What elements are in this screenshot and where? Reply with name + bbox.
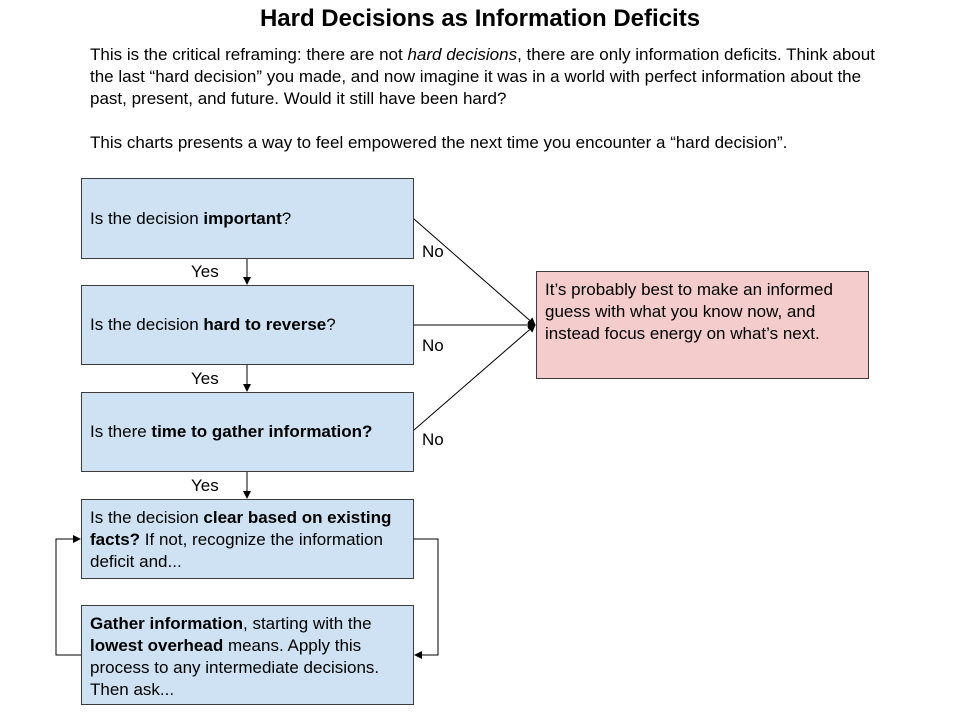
question-text-end: ? — [326, 315, 336, 334]
question-keyword: time to gather information? — [151, 422, 373, 441]
intro-paragraph-2: This charts presents a way to feel empow… — [90, 133, 788, 152]
question-text-end: ? — [281, 208, 292, 228]
question-keyword: important — [203, 208, 282, 228]
question-keyword: hard to reverse — [203, 315, 327, 334]
question-text: Is the decision — [90, 208, 204, 228]
no-label-1: No — [422, 242, 444, 261]
outcome-box: It’s probably best to make an informed g… — [536, 271, 869, 379]
yes-label-2: Yes — [191, 369, 219, 388]
intro-emphasis: hard decisions — [407, 45, 518, 64]
question-text: Is the decision — [90, 315, 204, 334]
clear-box-keyword: clear based on existing facts? — [90, 508, 392, 549]
gather-keyword-2: lowest overhead — [90, 636, 224, 655]
gather-keyword: Gather information — [90, 614, 244, 633]
clear-box-text: Is the decision — [90, 508, 204, 527]
intro-text-end: , there are only information deficits. T… — [90, 45, 875, 108]
question-important-box: Is the decision important? — [81, 178, 414, 259]
question-important-text: Is the decision important? — [90, 208, 291, 230]
intro-paragraph: This is the critical reframing: there ar… — [90, 44, 890, 110]
question-reversible-box: Is the decision hard to reverse? — [81, 285, 414, 365]
no-arrow-3 — [413, 324, 536, 431]
question-text: Is there — [90, 422, 152, 441]
question-time-box: Is there time to gather information? — [81, 392, 414, 472]
question-clear-box: Is the decision clear based on existing … — [81, 499, 414, 579]
no-label-2: No — [422, 336, 444, 355]
yes-label-3: Yes — [191, 476, 219, 495]
intro-text-start: This is the critical reframing: there ar… — [90, 45, 408, 64]
gather-text: , starting with the — [243, 614, 372, 633]
diagram-title: Hard Decisions as Information Deficits — [259, 5, 701, 32]
loop-arrow-right — [414, 538, 439, 659]
loop-arrow-left — [55, 535, 81, 656]
gather-text-end: means. Apply this process to any interme… — [90, 636, 380, 699]
question-reversible-text: Is the decision hard to reverse? — [90, 314, 336, 336]
no-arrow-1 — [413, 218, 536, 326]
yes-label-1: Yes — [191, 262, 219, 281]
question-time-text: Is there time to gather information? — [90, 421, 372, 443]
no-label-3: No — [422, 430, 444, 449]
gather-information-box: Gather information, starting with the lo… — [81, 605, 414, 705]
clear-box-text-end: If not, recognize the information defici… — [90, 530, 383, 571]
outcome-text: It’s probably best to make an informed g… — [545, 280, 833, 343]
